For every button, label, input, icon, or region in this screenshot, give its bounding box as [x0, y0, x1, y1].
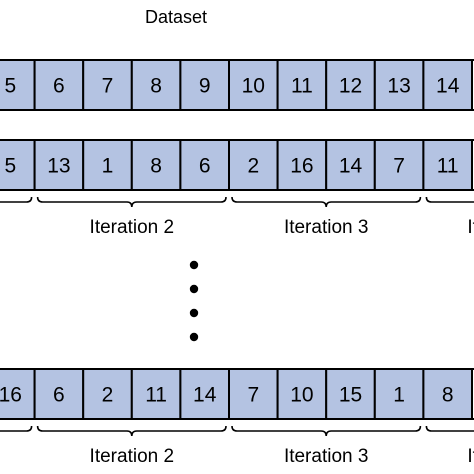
- cell-value: 16: [290, 155, 313, 178]
- cell-value: 8: [442, 384, 454, 407]
- cell-value: 6: [53, 384, 65, 407]
- ellipsis-dot: [189, 332, 199, 342]
- cell-value: 5: [4, 155, 16, 178]
- cell-value: 8: [150, 75, 162, 98]
- cell-value: 7: [102, 75, 114, 98]
- cell-value: 8: [150, 155, 162, 178]
- ellipsis-dot: [189, 284, 199, 294]
- ellipsis-dots: [189, 260, 199, 342]
- cell-value: 16: [0, 384, 22, 407]
- cell-value: 14: [193, 384, 217, 407]
- dataset-title: Dataset: [145, 7, 207, 27]
- cell-value: 14: [339, 155, 363, 178]
- rows-layer: 5 6 7 8 9 10 11 12 13 14 5 13 1 8 6 2 16 14 7 11 16 6 2 11 14 7 10…: [0, 59, 474, 420]
- iteration-label: Iteration 3: [284, 446, 369, 467]
- cell-value: 6: [53, 75, 65, 98]
- cell-value: 6: [199, 155, 211, 178]
- ellipsis-dot: [189, 308, 199, 318]
- cell-box: [422, 59, 473, 111]
- iteration-brace: [36, 425, 227, 437]
- iteration-brace: [425, 425, 474, 432]
- iteration-label: Iteration 2: [90, 217, 175, 238]
- iteration-brace: [0, 425, 33, 432]
- iteration-brace: [231, 425, 422, 437]
- iteration-label: Iterati: [467, 217, 474, 238]
- cell-value: 1: [102, 155, 114, 178]
- cell-value: 12: [339, 75, 362, 98]
- iteration-label: Iterati: [467, 446, 474, 467]
- iteration-label: Iteration 3: [284, 217, 369, 238]
- cell-value: 15: [339, 384, 362, 407]
- iteration-brace: [36, 196, 227, 208]
- braces-layer: [0, 196, 474, 437]
- cell-value: 11: [437, 155, 459, 178]
- cell-value: 2: [102, 384, 114, 407]
- iteration-brace: [425, 196, 474, 203]
- cell-value: 10: [290, 384, 313, 407]
- dataset-row: 5 6 7 8 9 10 11 12 13 14: [0, 59, 474, 111]
- cell-value: 13: [387, 75, 410, 98]
- cell-value: 13: [47, 155, 70, 178]
- iteration-brace: [231, 196, 422, 208]
- cell-box: [0, 139, 36, 191]
- ellipsis-dot: [189, 260, 199, 270]
- cell-value: 5: [4, 75, 16, 98]
- cell-box: [33, 139, 85, 191]
- cell-value: 11: [145, 384, 167, 407]
- cell-value: 2: [247, 155, 259, 178]
- cell-value: 1: [393, 384, 405, 407]
- cell-value: 7: [247, 384, 259, 407]
- shuffle-row-1: 5 13 1 8 6 2 16 14 7 11: [0, 139, 474, 191]
- iteration-label: Iteration 2: [90, 446, 175, 467]
- iteration-brace: [0, 196, 33, 203]
- shuffle-row-final: 16 6 2 11 14 7 10 15 1 8: [0, 368, 474, 420]
- cell-value: 14: [436, 75, 460, 98]
- cell-value: 7: [393, 155, 405, 178]
- cell-value: 9: [199, 75, 211, 98]
- cell-value: 10: [242, 75, 265, 98]
- cell-value: 11: [291, 75, 313, 98]
- cell-box: [33, 59, 85, 111]
